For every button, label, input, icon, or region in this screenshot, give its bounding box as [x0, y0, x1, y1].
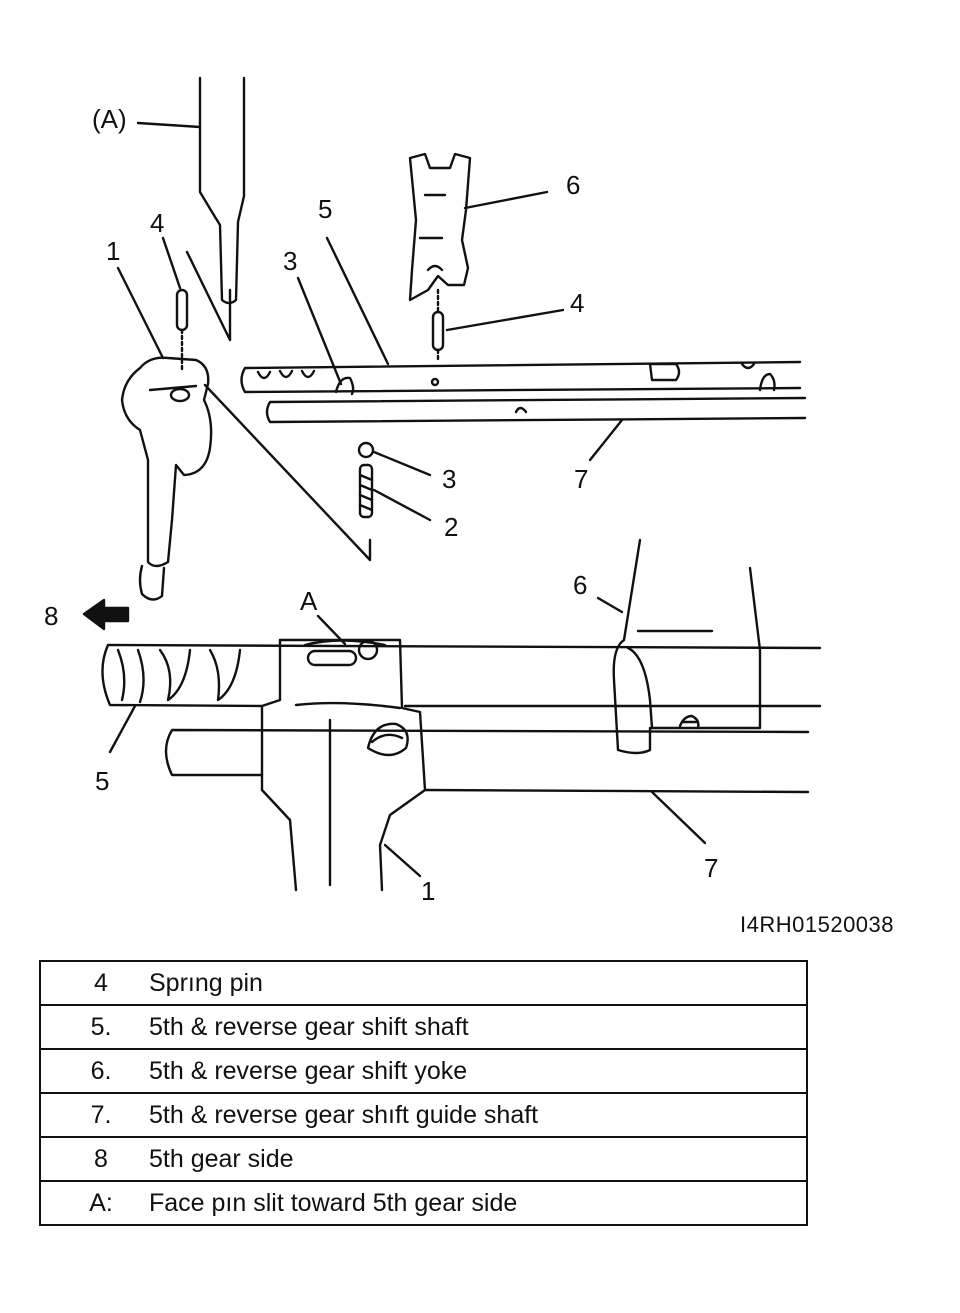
legend-row: 6. 5th & reverse gear shift yoke [39, 1048, 808, 1094]
legend-key: 8 [39, 1136, 149, 1182]
legend-key: 6. [39, 1048, 149, 1094]
exploded-diagram: (A) 1 4 3 5 6 4 3 2 7 8 A 6 5 7 1 [44, 76, 822, 906]
legend-text: Sprıng pin [149, 960, 808, 1006]
callout-1-bottom: 1 [421, 876, 435, 906]
callout-3-ball: 3 [442, 464, 456, 494]
callout-4-left: 4 [150, 208, 164, 238]
callout-8: 8 [44, 601, 58, 631]
shift-shaft-upper [240, 236, 802, 396]
callout-labels: (A) 1 4 3 5 6 4 3 2 7 8 A 6 5 7 1 [44, 104, 718, 906]
spring-pin-left [161, 236, 189, 374]
legend-text: 5th & reverse gear shift yoke [149, 1048, 808, 1094]
callout-7-bottom: 7 [704, 853, 718, 883]
legend-text: 5th & reverse gear shift shaft [149, 1004, 808, 1050]
guide-shaft-upper [265, 396, 807, 462]
legend-row: 4 Sprıng pin [39, 960, 808, 1006]
detent-ball [357, 441, 432, 477]
callout-A: A [300, 586, 318, 616]
legend-key: 4 [39, 960, 149, 1006]
direction-arrow-icon [82, 598, 130, 631]
callout-5-bottom: 5 [95, 766, 109, 796]
shift-shaft-lower [101, 643, 822, 754]
parts-legend-table: 4 Sprıng pin 5. 5th & reverse gear shift… [39, 960, 808, 1226]
callout-7-top: 7 [574, 464, 588, 494]
punch-tool [136, 76, 246, 305]
legend-text: 5th gear side [149, 1136, 808, 1182]
legend-row: 7. 5th & reverse gear shıft guide shaft [39, 1092, 808, 1138]
callout-6-bottom: 6 [573, 570, 587, 600]
detent-spring [358, 463, 432, 522]
callout-4-right: 4 [570, 288, 584, 318]
shift-yoke-top [408, 152, 549, 302]
shift-lever-top [116, 266, 213, 601]
callout-3-left: 3 [283, 246, 297, 276]
callout-2-spring: 2 [444, 512, 458, 542]
shift-lever-lower [260, 614, 427, 892]
legend-row: 8 5th gear side [39, 1136, 808, 1182]
legend-text: Face pın slit toward 5th gear side [149, 1180, 808, 1226]
guide-shaft-lower [164, 728, 810, 845]
alignment-guides [185, 250, 372, 562]
callout-1-top: 1 [106, 236, 120, 266]
spring-pin-right [431, 288, 565, 364]
legend-text: 5th & reverse gear shıft guide shaft [149, 1092, 808, 1138]
legend-row: 5. 5th & reverse gear shift shaft [39, 1004, 808, 1050]
figure-id: I4RH01520038 [740, 912, 895, 937]
legend-key: A: [39, 1180, 149, 1226]
callout-5-top: 5 [318, 194, 332, 224]
callout-6-top: 6 [566, 170, 580, 200]
callout-tool: (A) [92, 104, 127, 134]
legend-key: 7. [39, 1092, 149, 1138]
legend-key: 5. [39, 1004, 149, 1050]
shift-yoke-lower [596, 538, 762, 755]
legend-row: A: Face pın slit toward 5th gear side [39, 1180, 808, 1226]
